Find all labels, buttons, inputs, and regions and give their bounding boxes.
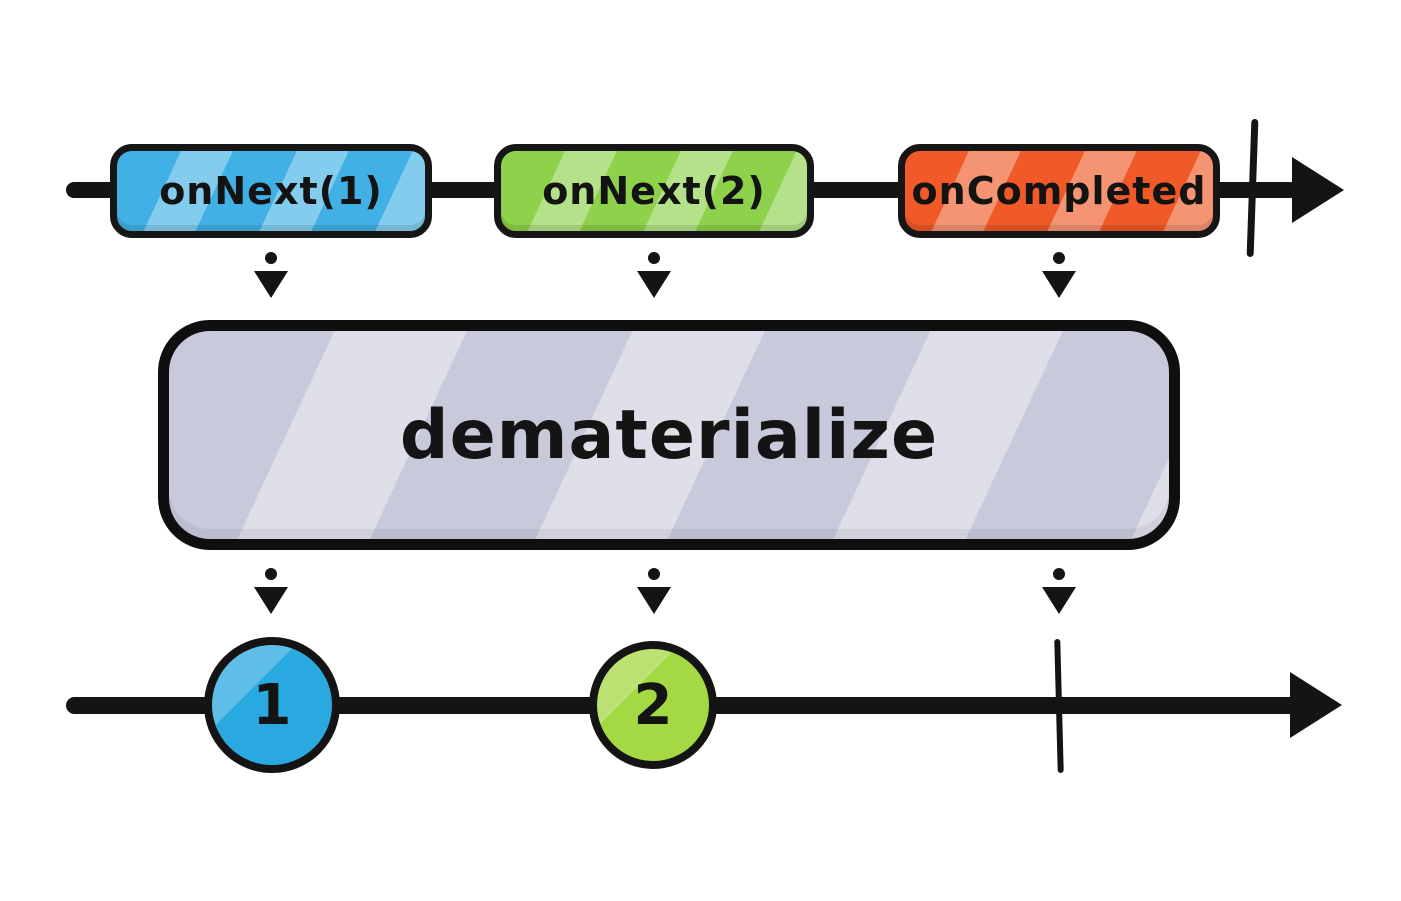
- down-arrow-output-3: [1042, 568, 1076, 614]
- arrow-head-icon: [254, 271, 288, 298]
- marble-2: 2: [589, 641, 717, 769]
- marble-1: 1: [204, 637, 340, 773]
- operator-box: dematerialize: [158, 320, 1180, 550]
- arrow-dot-icon: [648, 568, 660, 580]
- arrow-head-icon: [637, 587, 671, 614]
- arrow-head-icon: [1042, 271, 1076, 298]
- output-timeline-arrowhead-icon: [1290, 672, 1342, 738]
- arrow-dot-icon: [1053, 568, 1065, 580]
- marble-label: 2: [633, 672, 673, 738]
- notification-label: onNext(2): [542, 169, 766, 213]
- notification-label: onNext(1): [159, 169, 383, 213]
- notification-label: onCompleted: [911, 169, 1207, 213]
- arrow-dot-icon: [265, 568, 277, 580]
- arrow-dot-icon: [265, 252, 277, 264]
- arrow-dot-icon: [1053, 252, 1065, 264]
- down-arrow-input-2: [637, 252, 671, 298]
- notification-oncompleted: onCompleted: [898, 144, 1220, 238]
- down-arrow-input-1: [254, 252, 288, 298]
- operator-label: dematerialize: [399, 395, 939, 475]
- arrow-head-icon: [1042, 587, 1076, 614]
- down-arrow-output-1: [254, 568, 288, 614]
- arrow-head-icon: [637, 271, 671, 298]
- notification-onnext-2: onNext(2): [494, 144, 814, 238]
- source-timeline-arrowhead-icon: [1292, 157, 1344, 223]
- arrow-head-icon: [254, 587, 288, 614]
- arrow-dot-icon: [648, 252, 660, 264]
- marble-label: 1: [252, 672, 292, 738]
- down-arrow-output-2: [637, 568, 671, 614]
- down-arrow-input-3: [1042, 252, 1076, 298]
- notification-onnext-1: onNext(1): [110, 144, 432, 238]
